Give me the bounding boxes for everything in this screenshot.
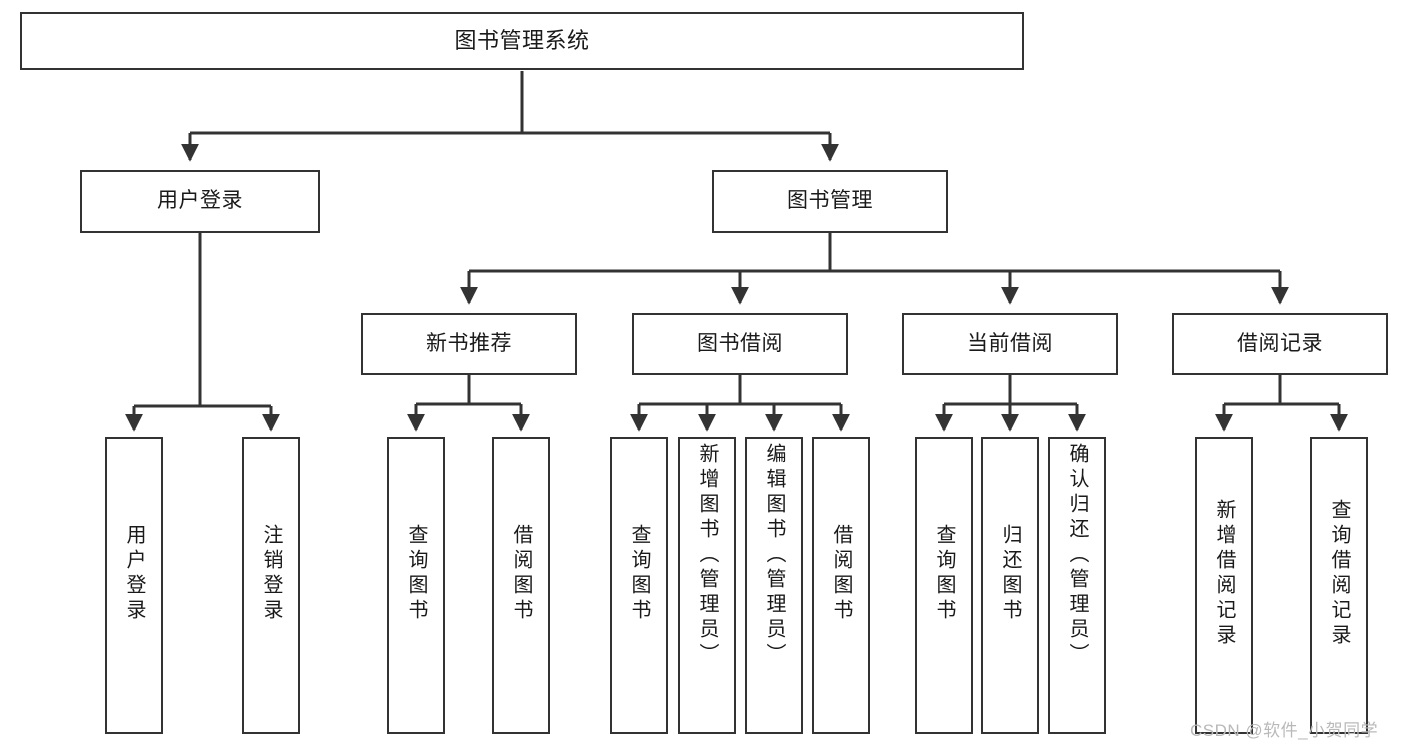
node-root-label: 图书管理系统 [454, 28, 590, 54]
leaf-borrow-book-rec[interactable]: 借阅图书 [492, 437, 550, 734]
leaf-return-book-label: 归还图书 [999, 523, 1021, 624]
leaf-edit-book-label: 编辑图书（管理员） [763, 443, 785, 668]
node-current-borrow[interactable]: 当前借阅 [902, 313, 1118, 375]
leaf-query-book-rec[interactable]: 查询图书 [387, 437, 445, 734]
node-borrow-record[interactable]: 借阅记录 [1172, 313, 1388, 375]
leaf-query-record[interactable]: 查询借阅记录 [1310, 437, 1368, 734]
node-book-borrow-label: 图书借阅 [697, 331, 783, 355]
leaf-borrow-book-rec-label: 借阅图书 [510, 523, 532, 624]
leaf-query-book-borrow[interactable]: 查询图书 [610, 437, 668, 734]
node-user-login[interactable]: 用户登录 [80, 170, 320, 233]
leaf-query-book-rec-label: 查询图书 [405, 523, 427, 624]
node-user-login-label: 用户登录 [157, 189, 243, 213]
node-book-manage[interactable]: 图书管理 [712, 170, 948, 233]
node-current-borrow-label: 当前借阅 [967, 331, 1053, 355]
leaf-add-record-label: 新增借阅记录 [1213, 498, 1235, 649]
leaf-confirm-return-label: 确认归还（管理员） [1066, 443, 1088, 668]
leaf-add-book[interactable]: 新增图书（管理员） [678, 437, 736, 734]
leaf-add-book-label: 新增图书（管理员） [696, 443, 718, 668]
leaf-return-book[interactable]: 归还图书 [981, 437, 1039, 734]
leaf-query-record-label: 查询借阅记录 [1328, 498, 1350, 649]
leaf-query-book-current-label: 查询图书 [933, 523, 955, 624]
watermark: CSDN @软件_小贺同学 [1190, 721, 1379, 740]
leaf-logout-label: 注销登录 [260, 523, 282, 624]
leaf-user-login[interactable]: 用户登录 [105, 437, 163, 734]
leaf-logout[interactable]: 注销登录 [242, 437, 300, 734]
node-new-book-rec-label: 新书推荐 [426, 331, 512, 355]
leaf-edit-book[interactable]: 编辑图书（管理员） [745, 437, 803, 734]
leaf-query-book-borrow-label: 查询图书 [628, 523, 650, 624]
leaf-borrow-book-label: 借阅图书 [830, 523, 852, 624]
leaf-borrow-book[interactable]: 借阅图书 [812, 437, 870, 734]
node-book-manage-label: 图书管理 [787, 189, 873, 213]
leaf-user-login-label: 用户登录 [123, 523, 145, 624]
node-new-book-rec[interactable]: 新书推荐 [361, 313, 577, 375]
node-book-borrow[interactable]: 图书借阅 [632, 313, 848, 375]
leaf-confirm-return[interactable]: 确认归还（管理员） [1048, 437, 1106, 734]
node-root[interactable]: 图书管理系统 [20, 12, 1024, 70]
leaf-query-book-current[interactable]: 查询图书 [915, 437, 973, 734]
leaf-add-record[interactable]: 新增借阅记录 [1195, 437, 1253, 734]
node-borrow-record-label: 借阅记录 [1237, 331, 1323, 355]
